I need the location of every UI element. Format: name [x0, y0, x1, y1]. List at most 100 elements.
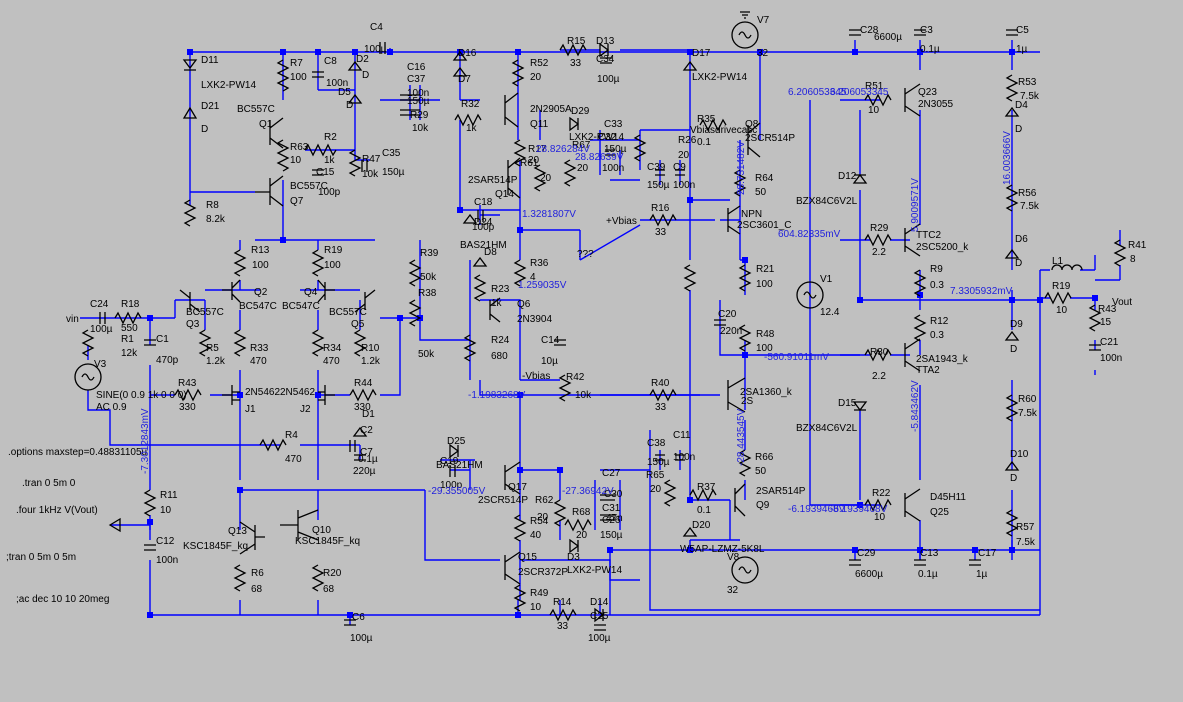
capacitor-c34 — [600, 57, 612, 64]
value-r64: 50 — [755, 187, 767, 198]
value-c38: 150µ — [647, 457, 670, 468]
voltage-readout-7: 7.3305932mV — [950, 286, 1013, 297]
label-d3: D3 — [567, 552, 580, 563]
value-r65: 20 — [650, 484, 662, 495]
label-r7: R7 — [290, 58, 303, 69]
label-r61: R61 — [520, 158, 539, 169]
diode-d20 — [682, 526, 698, 537]
value-r43: 330 — [179, 402, 196, 413]
model-q15: 2SCR372P — [518, 567, 568, 578]
voltage-annotations: 6.206053345 6.206053345 28.731482V 5.900… — [140, 87, 1013, 515]
resistor-r67 — [563, 159, 577, 187]
value-r19: 100 — [324, 260, 341, 271]
label-r5: R5 — [206, 343, 219, 354]
net-vin: vin — [66, 314, 79, 325]
value-r7: 100 — [290, 72, 307, 83]
diode-d2 — [347, 60, 363, 71]
source-v3-sine: SINE(0 0.9 1k 0 0 0) — [96, 390, 187, 401]
label-d10: D10 — [1010, 449, 1029, 460]
value-r11: 10 — [160, 505, 172, 516]
model-q3: BC557C — [186, 307, 224, 318]
label-r52: R52 — [530, 58, 549, 69]
value-c14: 10µ — [541, 356, 558, 367]
capacitor-c2 — [354, 454, 366, 461]
label-r49: R49 — [530, 588, 549, 599]
label-d9: D9 — [1010, 319, 1023, 330]
value-c4: 100µ — [364, 44, 387, 55]
model-q8: 2SCR514P — [745, 133, 795, 144]
resistor-r41 — [1113, 239, 1127, 267]
label-c20: C20 — [718, 309, 737, 320]
label-d11: D11 — [201, 55, 219, 66]
label-q9: Q9 — [756, 500, 770, 511]
label-q2: Q2 — [254, 287, 268, 298]
value-r29: 2.2 — [872, 247, 886, 258]
voltage-readout-9: -5.843462V — [910, 380, 921, 432]
voltage-readout-12: -6.1939468V — [830, 504, 888, 515]
model-d3: LXK2-PW14 — [567, 565, 622, 576]
value-r30: 2.2 — [872, 371, 886, 382]
transistor-q23 — [904, 83, 921, 117]
model-q17: 2SCR514P — [478, 495, 528, 506]
value-v8: 32 — [727, 585, 739, 596]
label-d16: D16 — [458, 48, 477, 59]
junction-dots — [147, 49, 1098, 618]
label-c27: C27 — [602, 468, 621, 479]
value-r15: 33 — [570, 58, 582, 69]
voltage-readout-14: -27.36942V — [562, 486, 614, 497]
model-d17: LXK2-PW14 — [692, 72, 747, 83]
label-v1: V1 — [820, 274, 833, 285]
label-r18: R18 — [121, 299, 140, 310]
value-r23: 1k — [491, 298, 503, 309]
value-r17: 20 — [528, 155, 540, 166]
value-c2: 220µ — [353, 466, 376, 477]
transistor-q9 — [734, 483, 746, 517]
label-q17: Q17 — [508, 482, 527, 493]
model-q9: 2SAR514P — [756, 486, 806, 497]
label-q25: Q25 — [930, 507, 949, 518]
resistor-r44 — [349, 388, 377, 402]
value-c8: 100n — [326, 78, 348, 89]
label-q1: Q1 — [259, 119, 273, 130]
value-r16: 33 — [655, 227, 667, 238]
model-q1: BC557C — [237, 104, 275, 115]
label-d7: D7 — [458, 74, 471, 85]
source-v7 — [731, 21, 759, 49]
resistor-r34 — [311, 329, 325, 357]
resistor-r5 — [198, 329, 212, 357]
label-r30: R30 — [870, 347, 889, 358]
value-d21: D — [201, 124, 208, 135]
diode-d25 — [449, 443, 460, 459]
resistor-r14 — [549, 608, 577, 622]
label-d29: D29 — [571, 106, 590, 117]
resistor-r22 — [864, 498, 892, 512]
transistor-q17 — [504, 461, 521, 495]
value-c1: 470p — [156, 355, 179, 366]
value-r2: 1k — [324, 155, 336, 166]
source-v1 — [796, 281, 824, 309]
model-npn: 2SC3601_C — [737, 220, 791, 231]
transistor-q3 — [179, 289, 201, 313]
diode-d6 — [1004, 248, 1020, 259]
value-r8: 8.2k — [206, 214, 226, 225]
value-r40: 33 — [655, 402, 667, 413]
diode-d16 — [452, 50, 468, 61]
value-r35: 0.1 — [697, 137, 711, 148]
label-q3: Q3 — [186, 319, 200, 330]
capacitor-c19 — [449, 465, 456, 477]
capacitor-c21 — [1089, 344, 1101, 351]
model-ttc2: 2SC5200_k — [916, 242, 969, 253]
label-c8: C8 — [324, 56, 337, 67]
label-q5: Q5 — [351, 319, 365, 330]
label-r51: R51 — [865, 81, 884, 92]
label-r64: R64 — [755, 173, 774, 184]
diode-d21 — [182, 106, 198, 119]
resistor-r47 — [348, 149, 362, 177]
value-c9: 100n — [673, 180, 695, 191]
value-d9: D — [1010, 344, 1017, 355]
voltage-readout-8: -560.91011mV — [764, 352, 829, 363]
value-r56: 7.5k — [1020, 201, 1040, 212]
voltage-readout-13: -29.355005V — [428, 486, 486, 497]
value-r67: 20 — [577, 163, 589, 174]
